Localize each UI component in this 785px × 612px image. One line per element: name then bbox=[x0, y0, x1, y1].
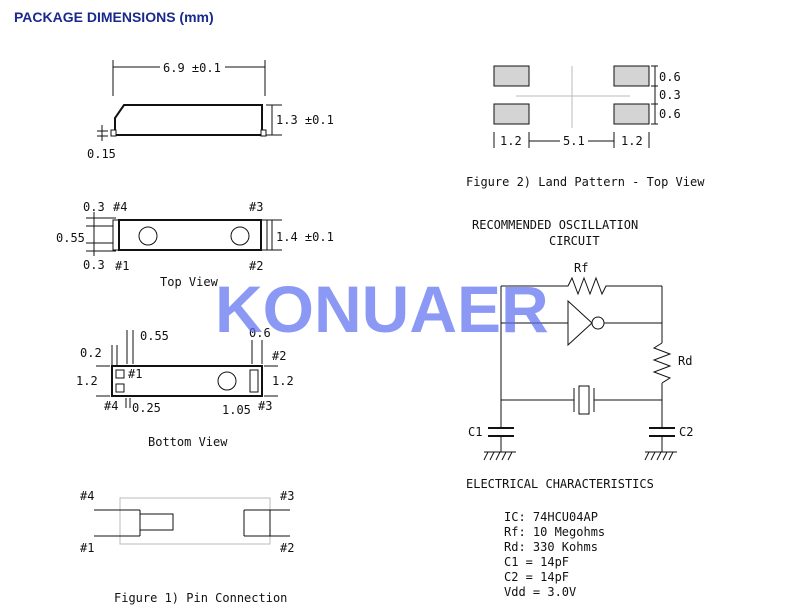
land-dim-1: 0.6 bbox=[659, 70, 681, 84]
circuit-title-line2: CIRCUIT bbox=[549, 234, 600, 248]
land-pad-bottom-right bbox=[613, 103, 650, 125]
pin-conn-pin2: #2 bbox=[280, 541, 294, 555]
rf-label: Rf bbox=[574, 261, 588, 275]
bottom-dim-06: 0.6 bbox=[249, 326, 271, 340]
land-dim-3: 0.6 bbox=[659, 107, 681, 121]
c1-label: C1 bbox=[468, 425, 482, 439]
bottom-right-height: 1.2 bbox=[272, 374, 294, 388]
bottom-dim-105: 1.05 bbox=[222, 403, 251, 417]
bottom-pin4-label: #4 bbox=[104, 399, 118, 413]
pin-connection-caption: Figure 1) Pin Connection bbox=[114, 591, 287, 605]
bottom-pin3-label: #3 bbox=[258, 399, 272, 413]
land-width-1: 1.2 bbox=[500, 134, 522, 148]
bottom-view: 0.55 0.6 0.2 #2 #1 1.2 1.2 #4 0.25 1.05 … bbox=[76, 326, 294, 449]
pin-conn-pin3: #3 bbox=[280, 489, 294, 503]
top-view-caption: Top View bbox=[160, 275, 219, 289]
top-dim-mid: 0.55 bbox=[56, 231, 85, 245]
bottom-dim-055: 0.55 bbox=[140, 329, 169, 343]
side-view: 6.9 ±0.1 1.3 ±0.1 0.15 bbox=[87, 60, 334, 161]
land-pattern-caption: Figure 2) Land Pattern - Top View bbox=[466, 175, 705, 189]
top-dim-bot: 0.3 bbox=[83, 258, 105, 272]
electrical-characteristics: ELECTRICAL CHARACTERISTICS IC: 74HCU04AP… bbox=[466, 477, 654, 599]
bottom-pin1-label: #1 bbox=[128, 367, 142, 381]
electrical-line: C2 = 14pF bbox=[504, 570, 569, 584]
top-dim-top: 0.3 bbox=[83, 200, 105, 214]
land-pad-top-right bbox=[613, 65, 650, 87]
bottom-dim-02: 0.2 bbox=[80, 346, 102, 360]
electrical-title: ELECTRICAL CHARACTERISTICS bbox=[466, 477, 654, 491]
c2-label: C2 bbox=[679, 425, 693, 439]
top-pin2-label: #2 bbox=[249, 259, 263, 273]
circuit-title-line1: RECOMMENDED OSCILLATION bbox=[472, 218, 638, 232]
top-pin4-label: #4 bbox=[113, 200, 127, 214]
side-height-label: 1.3 ±0.1 bbox=[276, 113, 334, 127]
side-lead-label: 0.15 bbox=[87, 147, 116, 161]
land-width-2: 5.1 bbox=[563, 134, 585, 148]
electrical-line: C1 = 14pF bbox=[504, 555, 569, 569]
pin-conn-pin1: #1 bbox=[80, 541, 94, 555]
pin-connection: #4 #3 #1 #2 Figure 1) Pin Connection bbox=[80, 489, 294, 605]
bottom-view-caption: Bottom View bbox=[148, 435, 228, 449]
top-height-label: 1.4 ±0.1 bbox=[276, 230, 334, 244]
electrical-line: Vdd = 3.0V bbox=[504, 585, 576, 599]
land-pattern: 0.6 0.3 0.6 1.2 5.1 1.2 Figure 2) Land P… bbox=[466, 65, 705, 189]
top-pin1-label: #1 bbox=[115, 259, 129, 273]
electrical-line: Rf: 10 Megohms bbox=[504, 525, 605, 539]
page-title: PACKAGE DIMENSIONS (mm) bbox=[14, 9, 214, 25]
electrical-line: Rd: 330 Kohms bbox=[504, 540, 598, 554]
land-dim-2: 0.3 bbox=[659, 88, 681, 102]
land-pad-top-left bbox=[493, 65, 530, 87]
pin-conn-pin4: #4 bbox=[80, 489, 94, 503]
bottom-left-height: 1.2 bbox=[76, 374, 98, 388]
watermark: KONUAER bbox=[215, 272, 549, 346]
rd-label: Rd bbox=[678, 354, 692, 368]
oscillation-circuit: RECOMMENDED OSCILLATION CIRCUIT Rf Rd C1… bbox=[468, 218, 693, 461]
top-pin3-label: #3 bbox=[249, 200, 263, 214]
land-pad-bottom-left bbox=[493, 103, 530, 125]
bottom-pin2-label: #2 bbox=[272, 349, 286, 363]
electrical-line: IC: 74HCU04AP bbox=[504, 510, 598, 524]
top-view: #4 #3 0.3 0.55 0.3 #1 #2 1.4 ±0.1 Top Vi… bbox=[56, 200, 334, 289]
side-width-label: 6.9 ±0.1 bbox=[163, 61, 221, 75]
bottom-dim-025: 0.25 bbox=[132, 401, 161, 415]
land-width-3: 1.2 bbox=[621, 134, 643, 148]
